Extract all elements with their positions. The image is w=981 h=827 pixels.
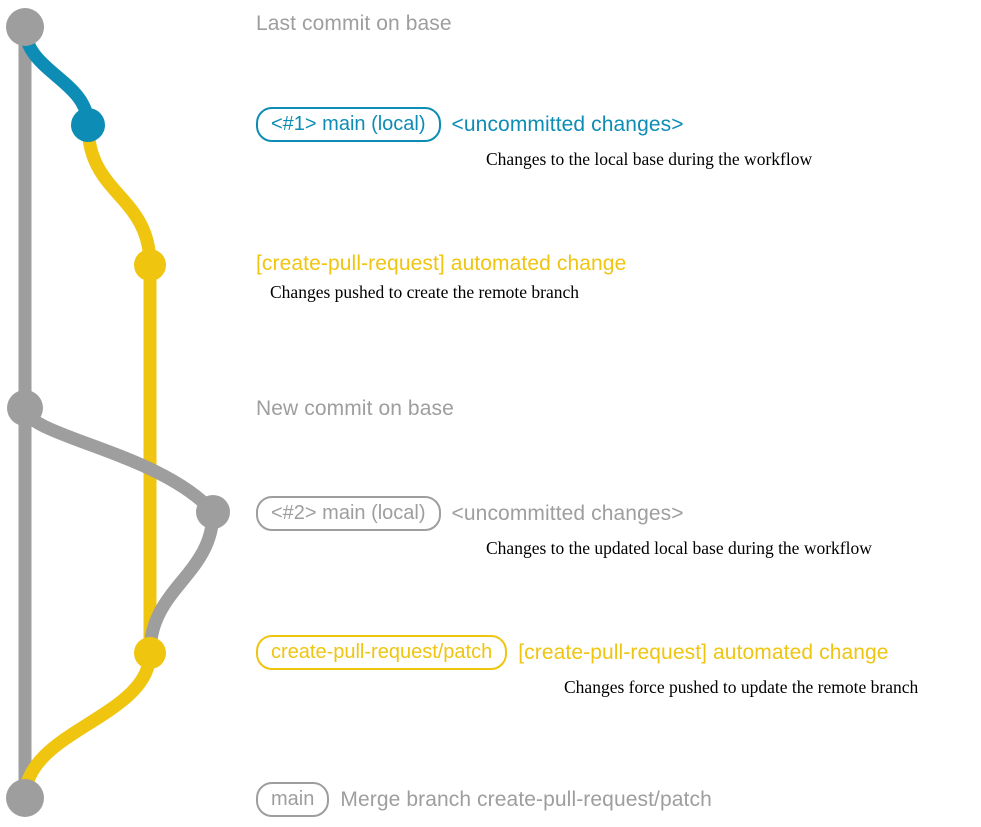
annotation-row: New commit on base: [256, 397, 454, 421]
annotation-headline: Merge branch create-pull-request/patch: [340, 787, 712, 811]
node-local-1[interactable]: [71, 108, 105, 142]
commit-nodes: [6, 8, 230, 817]
annotation-commit-1-local: <#1> main (local) <uncommitted changes> …: [256, 107, 812, 170]
branch-badge-main-local-1[interactable]: <#1> main (local): [256, 107, 441, 142]
node-base-last[interactable]: [6, 8, 44, 46]
node-local-2[interactable]: [196, 495, 230, 529]
annotation-commit-1-automated: [create-pull-request] automated change C…: [256, 252, 626, 303]
edge-patch2-to-merge: [18, 646, 157, 805]
annotation-commit-2-automated: create-pull-request/patch [create-pull-r…: [256, 635, 918, 698]
annotation-merge-commit: main Merge branch create-pull-request/pa…: [256, 782, 712, 817]
annotation-row: Last commit on base: [256, 12, 452, 36]
edge-local2-to-patch2: [143, 505, 220, 660]
annotation-new-commit-on-base: New commit on base: [256, 397, 454, 421]
node-base-merge[interactable]: [6, 779, 44, 817]
node-patch-1[interactable]: [134, 249, 166, 281]
annotation-subline: Changes to the local base during the wor…: [486, 149, 813, 169]
annotation-row: [create-pull-request] automated change: [256, 252, 626, 276]
annotation-row: create-pull-request/patch [create-pull-r…: [256, 635, 918, 670]
annotation-subline: Changes force pushed to update the remot…: [564, 677, 919, 697]
annotation-last-commit-on-base: Last commit on base: [256, 12, 452, 36]
annotation-headline: <uncommitted changes>: [451, 112, 684, 136]
edge-basenew-to-local2: [18, 401, 220, 519]
annotation-subline: Changes to the updated local base during…: [486, 538, 872, 558]
annotation-row: <#2> main (local) <uncommitted changes>: [256, 496, 872, 531]
annotation-headline: New commit on base: [256, 397, 454, 420]
branch-badge-main-local-2[interactable]: <#2> main (local): [256, 496, 441, 531]
branch-badge-create-pull-request-patch[interactable]: create-pull-request/patch: [256, 635, 508, 670]
annotation-row: main Merge branch create-pull-request/pa…: [256, 782, 712, 817]
node-base-new[interactable]: [7, 390, 43, 426]
annotation-row: <#1> main (local) <uncommitted changes>: [256, 107, 812, 142]
edge-local1-to-patch1: [81, 118, 157, 272]
annotation-commit-2-local: <#2> main (local) <uncommitted changes> …: [256, 496, 872, 559]
annotation-headline: [create-pull-request] automated change: [256, 252, 627, 275]
annotation-headline: <uncommitted changes>: [451, 501, 684, 525]
annotation-headline: [create-pull-request] automated change: [518, 640, 889, 664]
node-patch-2[interactable]: [134, 637, 166, 669]
branch-badge-main[interactable]: main: [256, 782, 330, 817]
annotation-subline: Changes pushed to create the remote bran…: [270, 282, 580, 302]
annotation-headline: Last commit on base: [256, 12, 452, 35]
